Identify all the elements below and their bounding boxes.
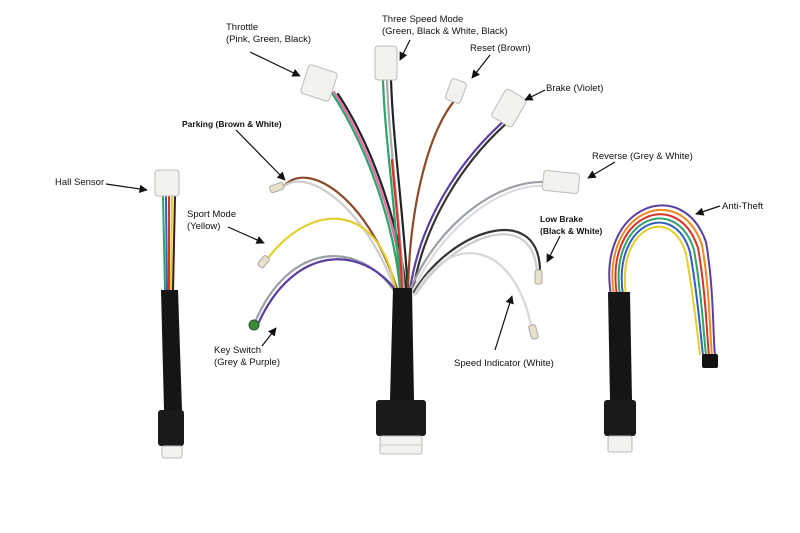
label-reset: Reset (Brown) xyxy=(470,43,531,55)
arrow-speed-indicator xyxy=(494,295,514,351)
parking-title: Parking (Brown & White) xyxy=(182,119,282,129)
label-key-switch: Key Switch (Grey & Purple) xyxy=(214,345,280,369)
speed-indicator-title: Speed Indicator (White) xyxy=(454,358,554,369)
key-switch-title: Key Switch xyxy=(214,345,261,356)
anti-theft-connector xyxy=(702,354,718,368)
reset-connector xyxy=(445,78,467,104)
low-brake-title: Low Brake xyxy=(540,214,583,224)
label-low-brake: Low Brake (Black & White) xyxy=(540,213,602,237)
sport-mode-sub: (Yellow) xyxy=(187,221,221,232)
arrow-brake xyxy=(524,89,546,101)
hall-sensor-title: Hall Sensor xyxy=(55,177,105,188)
key-switch-sub: (Grey & Purple) xyxy=(214,357,280,368)
arrow-key-switch xyxy=(261,327,277,347)
throttle-title: Throttle xyxy=(226,22,259,33)
arrow-parking xyxy=(235,129,286,181)
low-brake-terminal xyxy=(534,269,543,285)
arrow-sport-mode xyxy=(227,226,265,244)
arrow-reverse xyxy=(587,161,616,179)
brake-connector xyxy=(491,88,527,128)
label-parking: Parking (Brown & White) xyxy=(182,118,282,130)
speed-indicator-terminal xyxy=(528,324,539,340)
anti-theft-sleeve xyxy=(604,292,636,453)
main-harness-wires xyxy=(253,78,549,332)
three-speed-title: Three Speed Mode xyxy=(382,14,464,25)
label-three-speed: Three Speed Mode (Green, Black & White, … xyxy=(382,14,508,38)
arrow-reset xyxy=(471,54,491,79)
hall-sensor-harness xyxy=(154,169,184,459)
reverse-connector xyxy=(541,169,581,195)
label-anti-theft: Anti-Theft xyxy=(722,201,763,213)
key-switch-terminal xyxy=(248,319,260,331)
throttle-sub: (Pink, Green, Black) xyxy=(226,34,311,45)
arrow-low-brake xyxy=(546,235,561,263)
low-brake-sub: (Black & White) xyxy=(540,226,603,236)
main-sleeve xyxy=(376,288,426,455)
anti-theft-title: Anti-Theft xyxy=(722,201,764,212)
three-speed-connector xyxy=(374,45,398,81)
brake-title: Brake (Violet) xyxy=(546,83,604,94)
label-speed-indicator: Speed Indicator (White) xyxy=(454,358,554,370)
parking-terminal xyxy=(269,181,285,194)
throttle-connector xyxy=(300,64,338,102)
arrow-three-speed xyxy=(399,39,411,61)
callout-arrows xyxy=(105,39,721,351)
reverse-title: Reverse (Grey & White) xyxy=(592,151,693,162)
reset-title: Reset (Brown) xyxy=(470,43,531,54)
label-sport-mode: Sport Mode (Yellow) xyxy=(187,209,236,233)
label-brake: Brake (Violet) xyxy=(546,83,603,95)
arrow-hall-sensor xyxy=(105,183,148,194)
label-reverse: Reverse (Grey & White) xyxy=(592,151,693,163)
arrow-throttle xyxy=(249,51,301,77)
three-speed-sub: (Green, Black & White, Black) xyxy=(382,26,508,37)
sport-mode-terminal xyxy=(257,255,270,269)
anti-theft-harness xyxy=(608,204,716,356)
arrow-anti-theft xyxy=(695,205,721,216)
label-hall-sensor: Hall Sensor xyxy=(55,177,104,189)
label-throttle: Throttle (Pink, Green, Black) xyxy=(226,22,311,46)
sport-mode-title: Sport Mode xyxy=(187,209,237,220)
